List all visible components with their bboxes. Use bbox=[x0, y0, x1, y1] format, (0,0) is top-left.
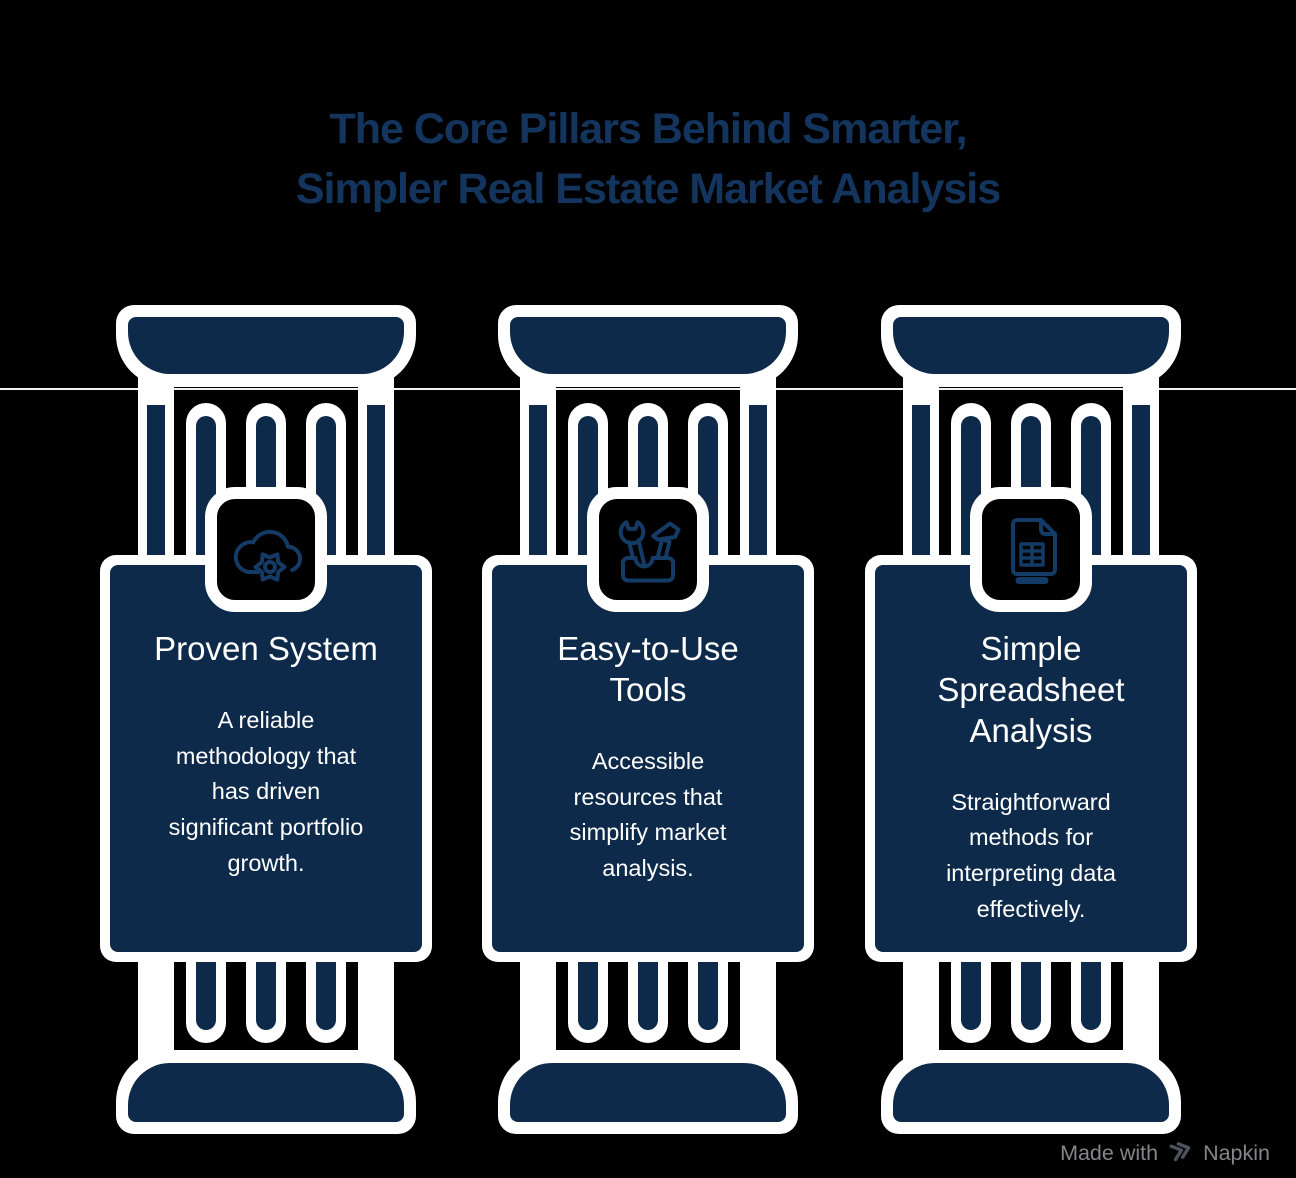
pillar-flute bbox=[246, 955, 286, 1043]
pillar-column bbox=[138, 955, 174, 1061]
pillar-column bbox=[1123, 375, 1159, 565]
card-description: Straightforward methods for interpreting… bbox=[946, 788, 1116, 922]
icon-tile bbox=[587, 487, 709, 612]
pillar-column bbox=[520, 375, 556, 565]
pillar-capital bbox=[881, 305, 1181, 387]
pillar-card: Easy-to-Use Tools Accessible resources t… bbox=[482, 555, 814, 962]
pillar-column bbox=[740, 955, 776, 1061]
pillar-flute bbox=[306, 955, 346, 1043]
pillar-card: Simple Spreadsheet Analysis Straightforw… bbox=[865, 555, 1197, 962]
spreadsheet-icon bbox=[1011, 517, 1057, 584]
pillar-base bbox=[498, 1050, 798, 1134]
pillar-column bbox=[740, 375, 776, 565]
watermark-text: Made with bbox=[1060, 1141, 1159, 1165]
pillar-column bbox=[903, 375, 939, 565]
pillar-flute bbox=[186, 955, 226, 1043]
brand-name: Napkin bbox=[1203, 1141, 1270, 1165]
pillar-capital bbox=[498, 305, 798, 387]
divider-line bbox=[0, 388, 1296, 390]
pillar-base bbox=[881, 1050, 1181, 1134]
pillar-column bbox=[1123, 955, 1159, 1061]
card-title: Simple Spreadsheet Analysis bbox=[937, 630, 1125, 749]
icon-tile bbox=[205, 487, 327, 612]
card-title: Proven System bbox=[154, 630, 378, 667]
pillar-column bbox=[358, 375, 394, 565]
pillar-column bbox=[903, 955, 939, 1061]
card-description: A reliable methodology that has driven s… bbox=[168, 706, 364, 876]
pillar-2: Easy-to-Use Tools Accessible resources t… bbox=[478, 305, 818, 1137]
napkin-logo-icon bbox=[1167, 1137, 1194, 1170]
pillar-column bbox=[138, 375, 174, 565]
pillar-3: Simple Spreadsheet Analysis Straightforw… bbox=[861, 305, 1201, 1137]
pillar-flute bbox=[628, 955, 668, 1043]
card-description: Accessible resources that simplify marke… bbox=[569, 747, 727, 881]
watermark: Made with Napkin bbox=[1060, 1137, 1270, 1170]
pillar-flute bbox=[951, 955, 991, 1043]
pillar-flute bbox=[688, 955, 728, 1043]
pillar-capital bbox=[116, 305, 416, 387]
card-title: Easy-to-Use Tools bbox=[557, 630, 739, 708]
pillar-flute bbox=[1071, 955, 1111, 1043]
pillar-1: Proven System A reliable methodology tha… bbox=[96, 305, 436, 1137]
pillar-column bbox=[358, 955, 394, 1061]
pillar-base bbox=[116, 1050, 416, 1134]
icon-tile bbox=[970, 487, 1092, 612]
cloud-gear-icon bbox=[233, 529, 302, 582]
pillar-flute bbox=[568, 955, 608, 1043]
page-title: The Core Pillars Behind Smarter, Simpler… bbox=[295, 105, 1001, 214]
pillar-flute bbox=[1011, 955, 1051, 1043]
pillar-column bbox=[520, 955, 556, 1061]
toolbox-icon bbox=[618, 519, 681, 582]
pillar-card: Proven System A reliable methodology tha… bbox=[100, 555, 432, 962]
